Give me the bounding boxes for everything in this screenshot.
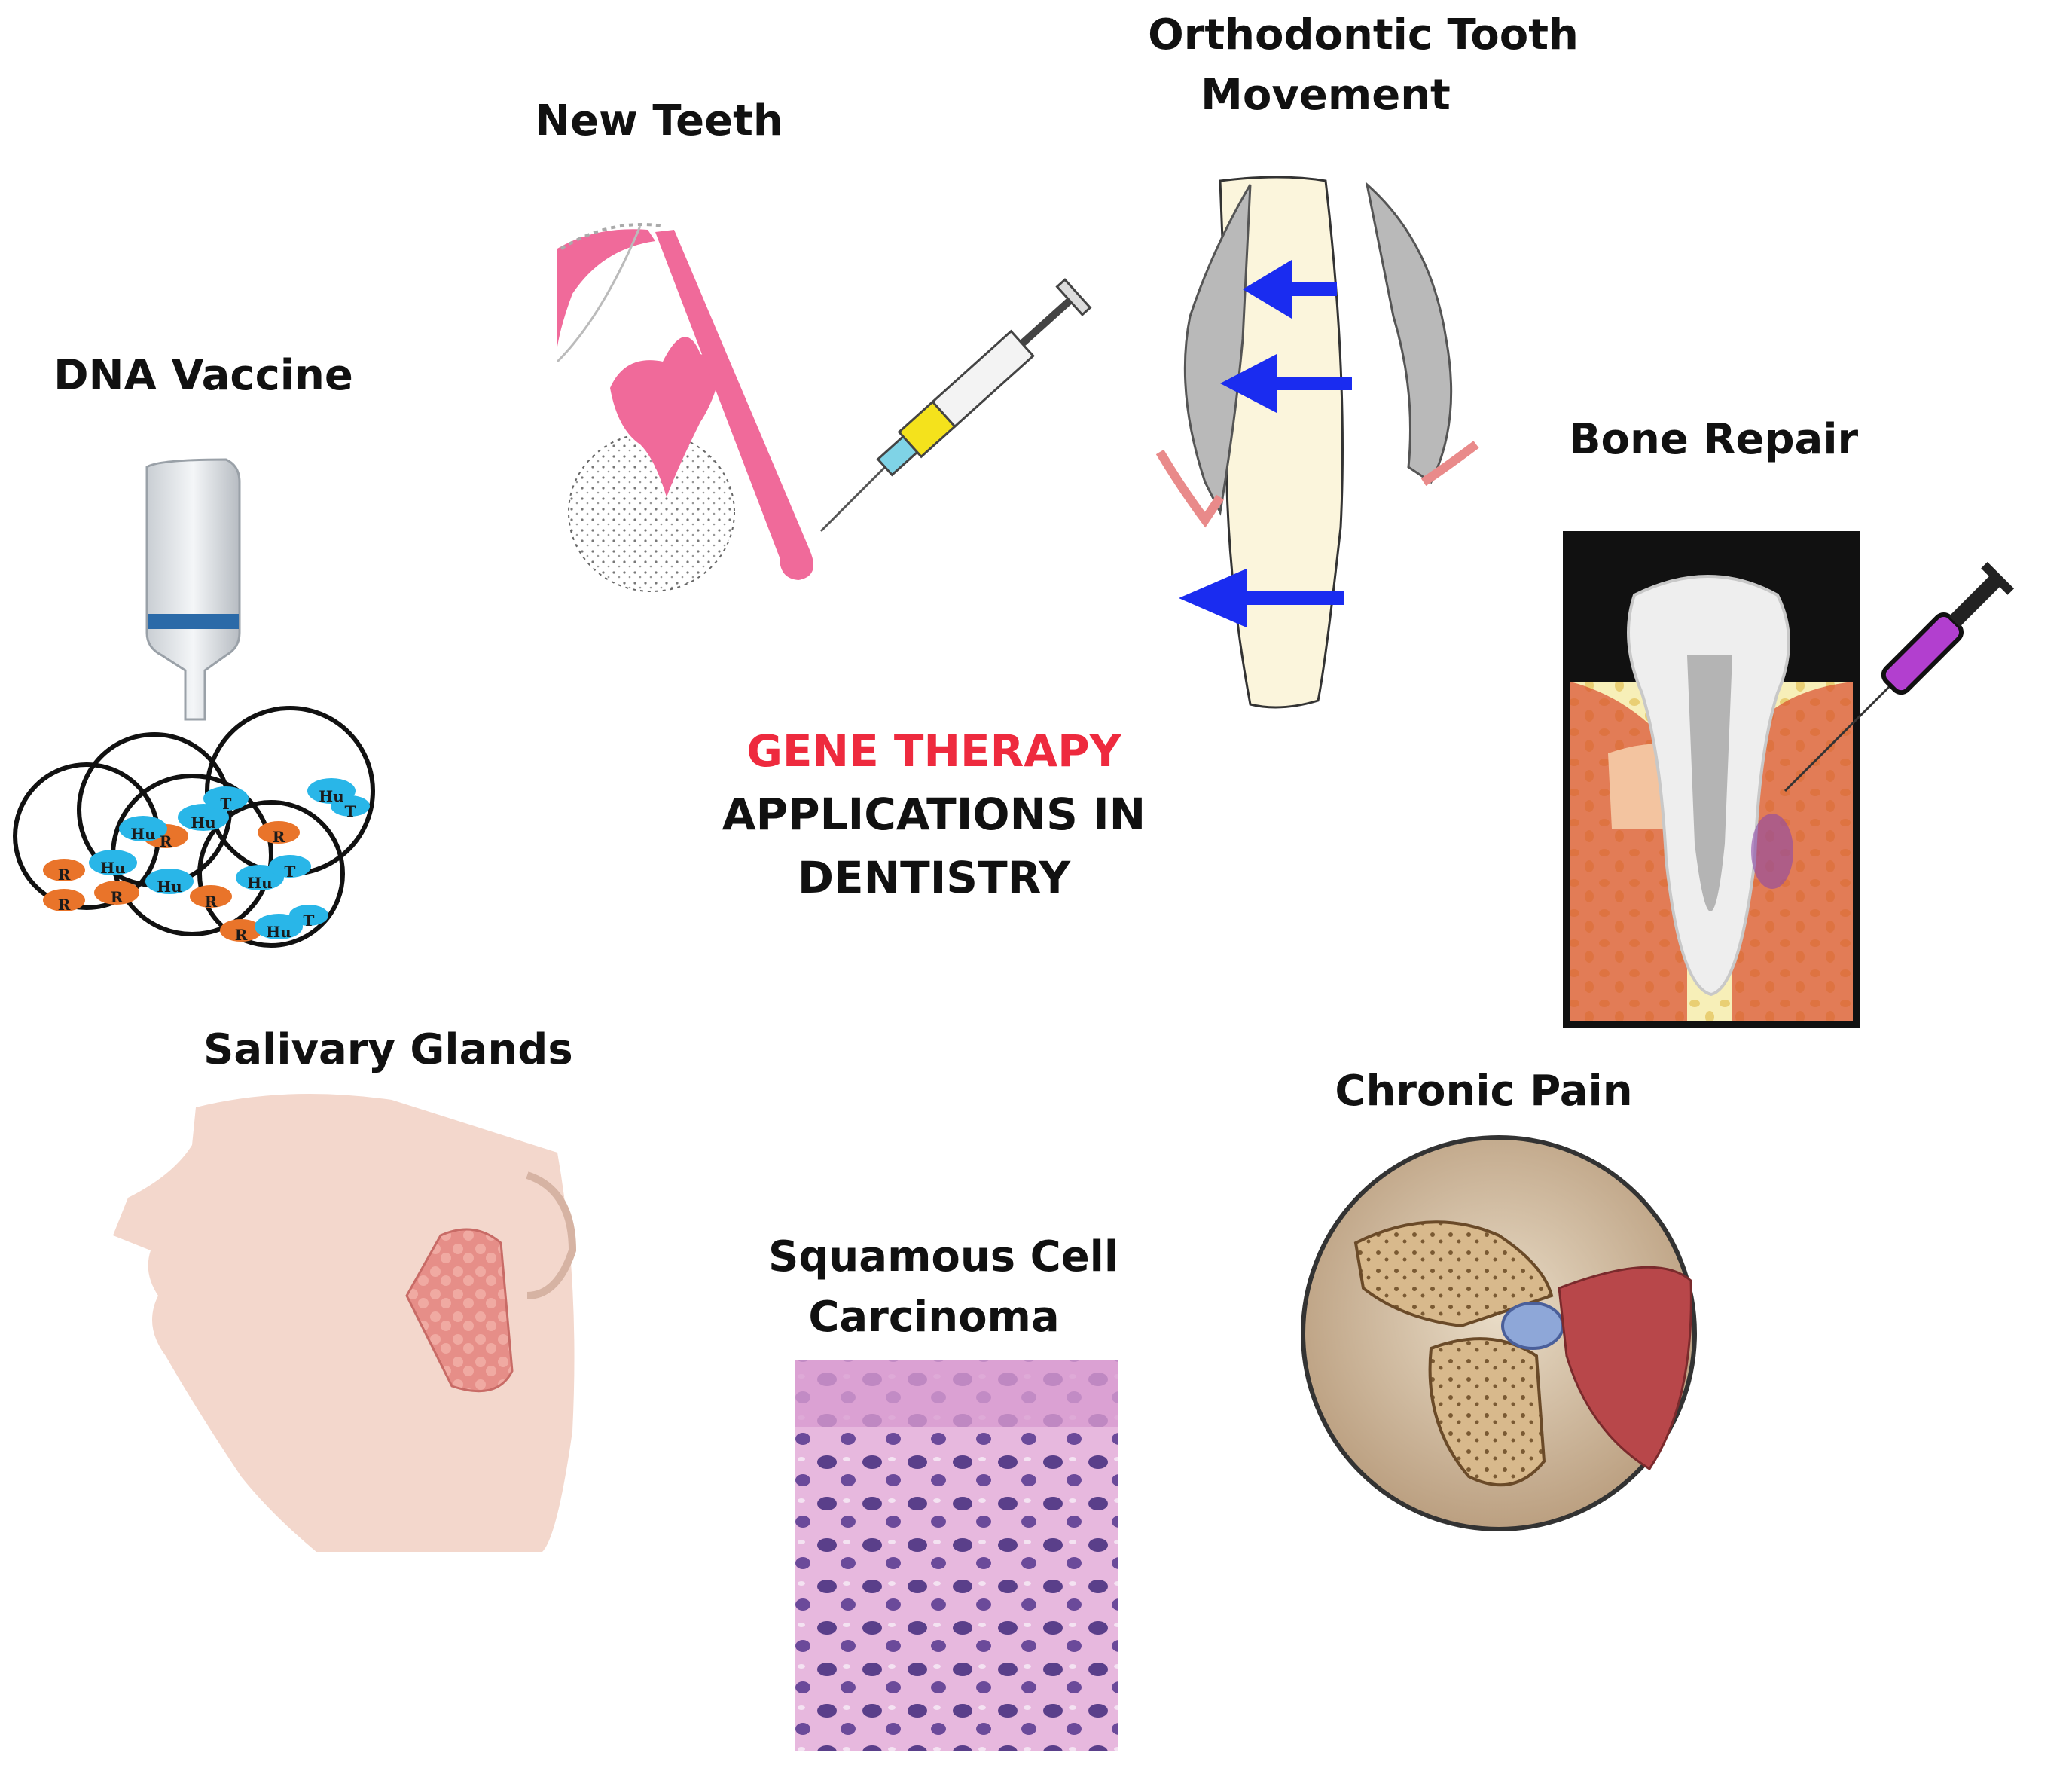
plasmid-tag-label-7: Hu: [100, 859, 125, 877]
plasmid-tag-label-5: R: [205, 893, 218, 911]
vaccine-vial-icon: [145, 458, 241, 721]
plasmid-tag-label-12: Hu: [247, 874, 272, 892]
bone-repair-illustration: [1563, 531, 1860, 1028]
center-title: GENE THERAPY APPLICATIONS IN DENTISTRY: [678, 719, 1190, 909]
label-dna-vaccine: DNA Vaccine: [53, 351, 353, 400]
label-orthodontic-line2: Movement: [1201, 71, 1451, 120]
label-scc-line2: Carcinoma: [808, 1293, 1060, 1342]
label-bone-repair: Bone Repair: [1568, 415, 1859, 464]
plasmid-tag-label-3: R: [160, 832, 172, 850]
plasmid-tag-label-1: R: [58, 896, 71, 914]
label-new-teeth: New Teeth: [535, 96, 783, 145]
label-chronic-pain: Chronic Pain: [1335, 1067, 1633, 1116]
carcinoma-histology-image: [795, 1360, 1118, 1751]
plasmid-tag-label-10: T: [221, 795, 232, 813]
plasmid-tag-label-8: Hu: [130, 825, 155, 843]
center-title-line3: DENTISTRY: [797, 852, 1071, 903]
plasmid-tag-label-9: Hu: [191, 814, 215, 832]
orthodontic-illustration: [1155, 176, 1479, 709]
label-orthodontic-line1: Orthodontic Tooth: [1148, 11, 1579, 60]
plasmid-tag-label-6: R: [235, 926, 248, 944]
plasmid-tag-label-14: Hu: [266, 923, 291, 941]
plasmid-tags: [43, 778, 370, 942]
plasmid-tag-label-13: T: [285, 863, 296, 881]
center-title-line1: GENE THERAPY: [746, 725, 1121, 777]
plasmid-tag-label-15: T: [304, 911, 315, 930]
plasmid-tag-label-16: Hu: [319, 787, 343, 805]
new-teeth-illustration: [556, 223, 813, 592]
movement-arrow-icon: [1179, 260, 1352, 627]
chronic-pain-tmj-illustration: [1301, 1135, 1697, 1531]
salivary-glands-illustration: [113, 1094, 577, 1552]
plasmid-tag-label-2: R: [111, 888, 124, 906]
label-scc-line1: Squamous Cell: [768, 1232, 1119, 1281]
label-salivary-glands: Salivary Glands: [203, 1025, 573, 1074]
center-title-line2: APPLICATIONS IN: [722, 789, 1146, 840]
plasmid-tag-label-11: Hu: [157, 878, 182, 896]
syringe-icon: [819, 278, 1092, 533]
plasmid-tag-label-17: T: [345, 802, 356, 820]
plasmid-tag-label-0: R: [58, 866, 71, 884]
plasmid-tag-label-4: R: [273, 828, 285, 846]
bone-syringe-icon: [1784, 561, 2015, 792]
